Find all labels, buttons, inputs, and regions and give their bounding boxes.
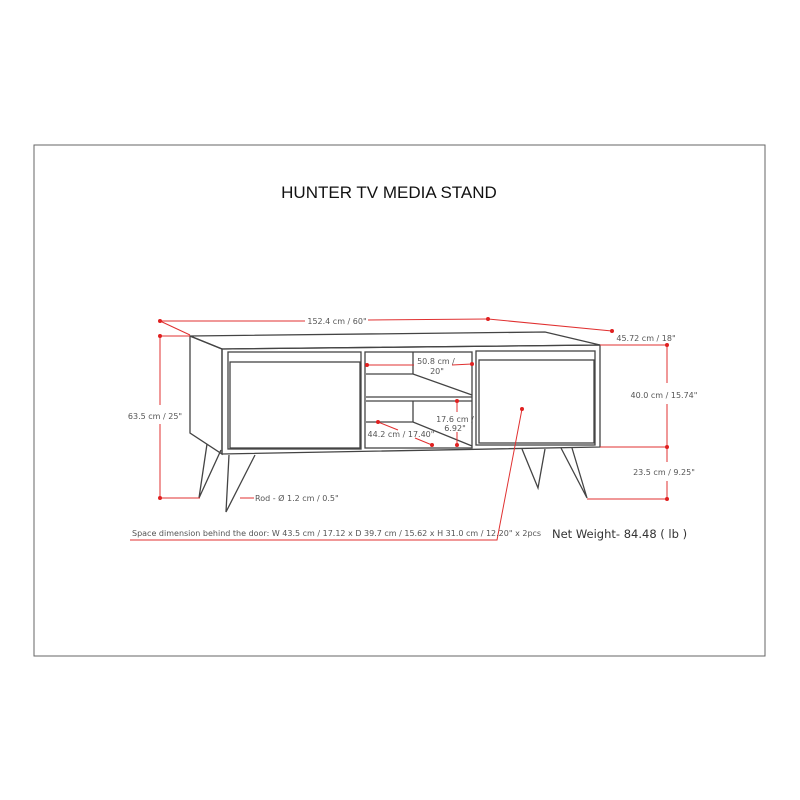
dimension-lines [130, 317, 669, 541]
width-label: 152.4 cm / 60" [307, 317, 366, 326]
body-height-label: 40.0 cm / 15.74" [631, 391, 698, 400]
diagram-title: HUNTER TV MEDIA STAND [281, 183, 497, 202]
leg-height-label: 23.5 cm / 9.25" [633, 468, 695, 477]
right-compartment [475, 350, 596, 446]
stand-left-side [189, 335, 223, 456]
stand-top [189, 331, 601, 350]
hairpin-leg-back-right [521, 448, 546, 491]
drawing-frame [33, 144, 766, 657]
depth-label: 45.72 cm / 18" [616, 334, 675, 343]
shelf-width-label-1: 50.8 cm / [417, 357, 455, 366]
middle-compartment [364, 351, 473, 449]
hairpin-leg-front-right [560, 447, 588, 499]
left-compartment [227, 351, 362, 450]
right-door [478, 359, 595, 444]
net-weight: Net Weight- 84.48 ( lb ) [552, 527, 687, 541]
hairpin-leg-back-left [198, 443, 222, 499]
shelf-height-label-1: 17.6 cm / [436, 415, 474, 424]
left-door [229, 361, 361, 449]
media-stand-drawing [189, 331, 601, 513]
shelf-width-label-2: 20" [430, 367, 444, 376]
hairpin-leg-front-left [225, 454, 256, 513]
shelf-depth-label: 44.2 cm / 17.40" [368, 430, 435, 439]
rod-label: Rod - Ø 1.2 cm / 0.5" [255, 493, 339, 503]
total-height-label: 63.5 cm / 25" [128, 412, 182, 421]
shelf-height-label-2: 6.92" [444, 424, 466, 433]
space-dimension-note: Space dimension behind the door: W 43.5 … [132, 529, 541, 538]
